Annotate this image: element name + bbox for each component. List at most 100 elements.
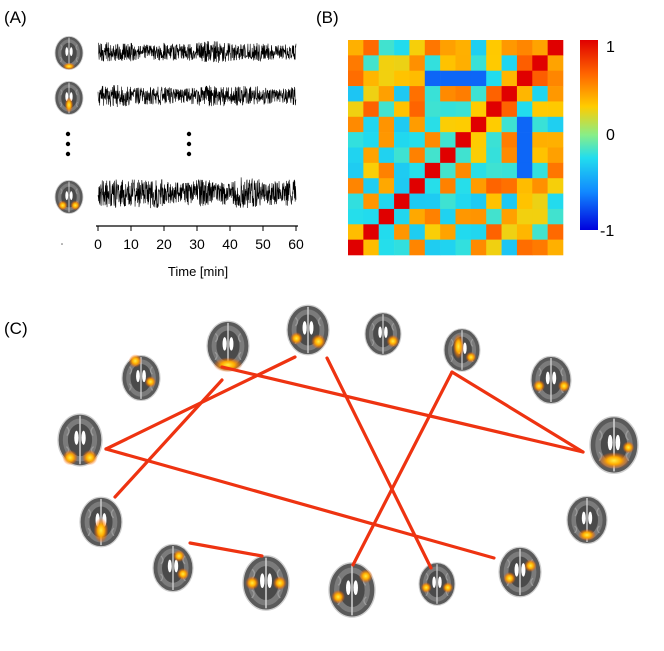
matrix-cell — [532, 162, 548, 179]
brain-slice-icon — [55, 36, 83, 69]
matrix-cell — [486, 70, 502, 87]
x-tick-label: 10 — [123, 236, 139, 252]
matrix-cell — [378, 193, 395, 210]
matrix-cell — [547, 208, 564, 225]
matrix-cell — [440, 147, 456, 164]
matrix-cell — [455, 132, 472, 148]
matrix-cell — [547, 162, 564, 179]
matrix-cell — [532, 208, 548, 225]
matrix-cell — [440, 239, 456, 256]
matrix-cell — [394, 239, 410, 256]
brain-slice-icon — [444, 329, 480, 371]
colorbar-tick-min: -1 — [600, 223, 614, 240]
matrix-cell — [486, 86, 502, 102]
matrix-cell — [455, 70, 472, 87]
matrix-cell — [532, 147, 548, 164]
x-tick-label: 20 — [156, 236, 172, 252]
matrix-cell — [516, 224, 533, 240]
matrix-cell — [547, 178, 564, 194]
matrix-cell — [424, 162, 441, 179]
matrix-cell — [547, 224, 564, 240]
matrix-cell — [486, 40, 502, 56]
matrix-cell — [378, 208, 395, 225]
matrix-cell — [547, 86, 564, 102]
matrix-cell — [348, 239, 364, 256]
matrix-cell — [424, 193, 441, 210]
matrix-cell — [532, 116, 548, 133]
matrix-cell — [501, 101, 518, 118]
matrix-cell — [409, 208, 426, 225]
matrix-cell — [363, 239, 380, 256]
matrix-cell — [424, 116, 441, 133]
matrix-cell — [455, 193, 472, 210]
brain-slice-icon — [590, 417, 638, 474]
matrix-cell — [455, 178, 472, 194]
matrix-cell — [516, 208, 533, 225]
matrix-cell — [470, 239, 487, 256]
matrix-cell — [547, 193, 564, 210]
matrix-cell — [455, 208, 472, 225]
matrix-cell — [378, 101, 395, 118]
matrix-cell — [470, 178, 487, 194]
matrix-cell — [363, 147, 380, 164]
matrix-cell — [440, 40, 456, 56]
matrix-cell — [516, 193, 533, 210]
network-edge — [351, 370, 454, 567]
matrix-cell — [378, 132, 395, 148]
matrix-cell — [501, 147, 518, 164]
matrix-cell — [363, 55, 380, 72]
matrix-cell — [424, 55, 441, 72]
matrix-cell — [409, 224, 426, 240]
matrix-cell — [424, 86, 441, 102]
matrix-cell — [424, 224, 441, 240]
matrix-cell — [532, 193, 548, 210]
matrix-cell — [348, 70, 364, 87]
matrix-cell — [532, 224, 548, 240]
matrix-cell — [409, 193, 426, 210]
matrix-cell — [516, 86, 533, 102]
matrix-cell — [440, 86, 456, 102]
matrix-cell — [486, 101, 502, 118]
matrix-cell — [547, 147, 564, 164]
matrix-cell — [440, 55, 456, 72]
colorbar-tick-max: 1 — [606, 39, 615, 56]
network-edges — [104, 355, 585, 570]
brain-slice-icon — [567, 496, 607, 543]
vertical-ellipsis-left — [65, 131, 71, 157]
matrix-cell — [394, 208, 410, 225]
matrix-cell — [378, 224, 395, 240]
brain-slice-icon — [55, 81, 83, 114]
matrix-cell — [378, 116, 395, 133]
matrix-cell — [378, 162, 395, 179]
matrix-cell — [516, 70, 533, 87]
matrix-cell — [532, 101, 548, 118]
matrix-cell — [348, 40, 364, 56]
matrix-cell — [363, 193, 380, 210]
brain-slice-icon — [153, 544, 193, 591]
matrix-cell — [516, 55, 533, 72]
matrix-cell — [348, 116, 364, 133]
matrix-cell — [516, 162, 533, 179]
matrix-cell — [348, 55, 364, 72]
matrix-cell — [532, 178, 548, 194]
stray-dot — [61, 243, 63, 245]
matrix-cell — [516, 40, 533, 56]
matrix-cell — [348, 101, 364, 118]
matrix-cell — [409, 132, 426, 148]
panel-a-xlabel: Time [min] — [168, 264, 228, 279]
matrix-cell — [348, 147, 364, 164]
panel-a-traces — [97, 41, 297, 209]
x-tick-label: 40 — [222, 236, 238, 252]
matrix-cell — [470, 132, 487, 148]
matrix-cell — [532, 70, 548, 87]
matrix-cell — [501, 40, 518, 56]
matrix-cell — [532, 239, 548, 256]
panel-b-correlation-matrix: 1 0 -1 — [348, 39, 615, 256]
matrix-cell — [363, 70, 380, 87]
matrix-cell — [501, 132, 518, 148]
matrix-cell — [455, 101, 472, 118]
matrix-cell — [348, 86, 364, 102]
matrix-cell — [394, 193, 410, 210]
panel-a-brain-icons — [55, 36, 83, 213]
matrix-cell — [516, 132, 533, 148]
